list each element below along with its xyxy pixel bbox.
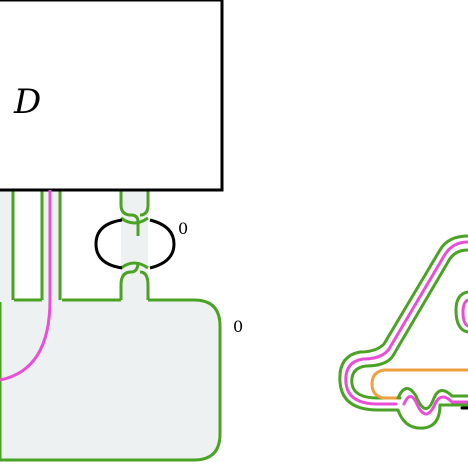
handle-pinch <box>120 261 149 270</box>
magenta-band <box>344 240 468 406</box>
right-knot-figure <box>338 234 468 430</box>
framing-label-small-circle: 0 <box>178 219 188 238</box>
handle-strand-lower-right <box>139 270 150 300</box>
zero-framed-circle-left <box>94 218 123 270</box>
handle-strand-left <box>119 190 140 236</box>
vertical-strands <box>0 190 148 302</box>
zero-framed-circle-right <box>149 218 176 270</box>
orange-strand <box>370 368 468 400</box>
handle-pinch-top <box>120 216 149 225</box>
handle-strand-lower-left <box>119 261 140 300</box>
box-d <box>0 0 224 192</box>
box-label: D <box>13 82 41 122</box>
handle-strand-right <box>139 190 150 217</box>
magenta-curve <box>0 190 52 382</box>
green-band <box>338 234 468 430</box>
shaded-surface <box>0 298 222 462</box>
framing-label-surface: 0 <box>233 317 243 336</box>
